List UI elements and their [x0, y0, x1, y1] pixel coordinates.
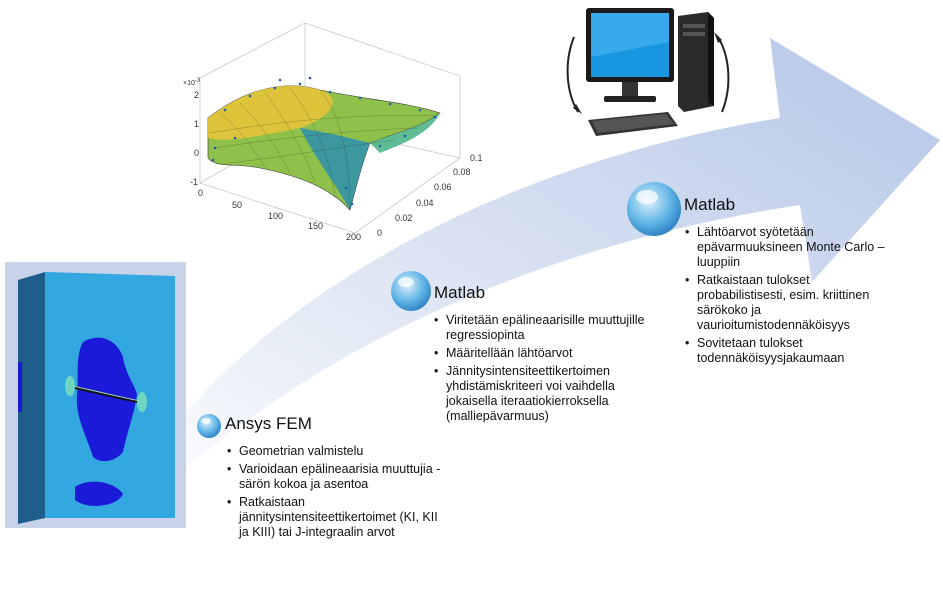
z-tick: -1 [190, 177, 198, 187]
x-tick: 0 [198, 188, 203, 198]
bullet-item: Sovitetaan tulokset todennäköisyysjakaum… [685, 336, 900, 366]
bullet-item: Viritetään epälineaarisille muuttujille … [434, 313, 664, 343]
bullet-item: Ratkaistaan tulokset probabilistisesti, … [685, 273, 900, 333]
bullet-item: Lähtöarvot syötetään epävarmuuksineen Mo… [685, 225, 900, 270]
stage-title-ansys: Ansys FEM [225, 414, 312, 433]
x-tick: 50 [232, 200, 242, 210]
z-exponent: ×10-3 [183, 78, 201, 87]
fem-crack-model-image [5, 262, 186, 528]
blue-bubble-icon [391, 271, 431, 311]
bullet-item: Ratkaistaan jännitysintensiteettikertoim… [227, 495, 442, 540]
desktop-computer-icon [566, 8, 730, 136]
x-tick: 200 [346, 232, 361, 242]
stage-bullets-matlab-2: Lähtöarvot syötetään epävarmuuksineen Mo… [685, 225, 900, 369]
x-tick: 150 [308, 221, 323, 231]
stage-title-matlab-2: Matlab [684, 195, 736, 214]
z-tick: 0 [194, 148, 199, 158]
bullet-item: Jännitysintensiteettikertoimen yhdistämi… [434, 364, 664, 424]
y-tick: 0 [377, 228, 382, 238]
blue-bubble-icon [627, 182, 681, 236]
stage-bullets-ansys: Geometrian valmistelu Varioidaan epäline… [227, 444, 442, 543]
bullet-item: Varioidaan epälineaarisia muuttujia - sä… [227, 462, 442, 492]
y-tick: 0.08 [453, 167, 471, 177]
surface-plot-image: ×10-3 2 1 0 -1 0 50 100 150 200 0 0.02 0… [183, 22, 483, 242]
y-tick: 0.06 [434, 182, 452, 192]
x-tick: 100 [268, 211, 283, 221]
stage-title-matlab-1: Matlab [434, 283, 486, 302]
y-tick: 0.04 [416, 198, 434, 208]
y-tick: 0.02 [395, 213, 413, 223]
z-tick: 2 [194, 90, 199, 100]
stage-bullets-matlab-1: Viritetään epälineaarisille muuttujille … [434, 313, 664, 427]
blue-bubble-icon [197, 414, 221, 438]
z-tick: 1 [194, 119, 199, 129]
bullet-item: Määritellään lähtöarvot [434, 346, 664, 361]
y-tick: 0.1 [470, 153, 483, 163]
bullet-item: Geometrian valmistelu [227, 444, 442, 459]
